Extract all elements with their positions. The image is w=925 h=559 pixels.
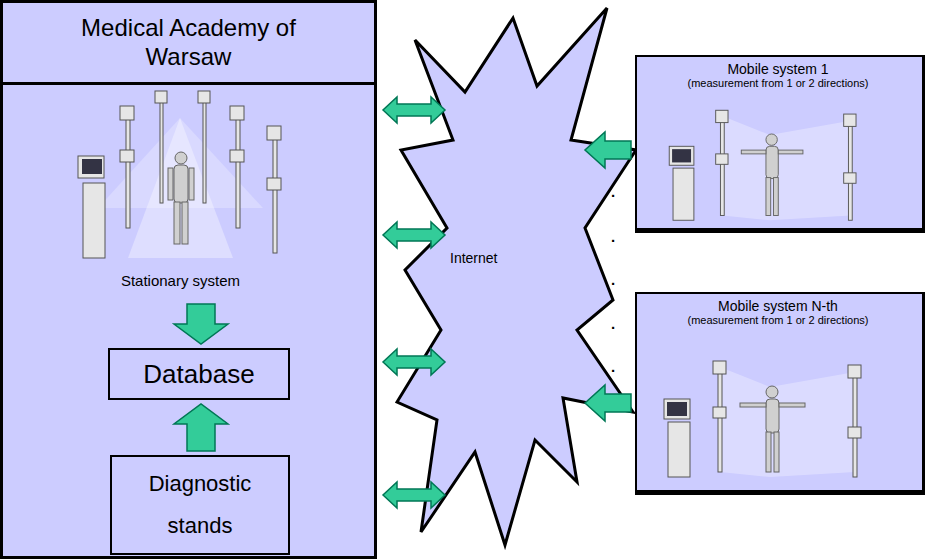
panel-header: Medical Academy of Warsaw [3,3,374,85]
block-arrow [383,222,445,248]
database-box: Database [108,348,290,400]
stationary-system: Stationary system [68,88,293,300]
internet-cloud: Internet [395,0,640,559]
block-arrow [585,385,631,421]
panel-title: Mobile system N-th [637,294,919,314]
ellipsis-dot: . [611,228,615,245]
panel-subtitle: (measurement from 1 or 2 directions) [637,314,919,326]
mobile-illustration [650,342,880,487]
mobile-illustration [650,97,880,225]
diagnostic-box: Diagnostic stands [110,455,290,555]
ellipsis-dot: . [611,271,615,288]
ellipsis-dot: . [611,358,615,375]
panel-title: Medical Academy of Warsaw [59,14,319,72]
internet-cloud [395,0,640,559]
caption: Stationary system [68,272,293,289]
block-arrow [585,132,631,168]
stationary-illustration [68,88,293,268]
block-arrow [383,349,445,375]
cloud-label: Internet [450,250,497,266]
box-label: Database [143,359,254,390]
ellipsis-dot: . [611,183,615,200]
mobile-panel: Mobile system N-th(measurement from 1 or… [635,292,925,495]
mobile-panel: Mobile system 1(measurement from 1 or 2 … [635,55,925,233]
box-label: Diagnostic stands [135,463,265,547]
block-arrow [174,404,228,451]
block-arrow [383,97,445,123]
panel-subtitle: (measurement from 1 or 2 directions) [637,77,919,89]
panel-title: Mobile system 1 [637,57,919,77]
ellipsis-dot: . [611,315,615,332]
institution-panel: Medical Academy of Warsaw Stationary sys… [0,0,377,559]
block-arrow [383,482,445,508]
block-arrow [174,304,228,344]
